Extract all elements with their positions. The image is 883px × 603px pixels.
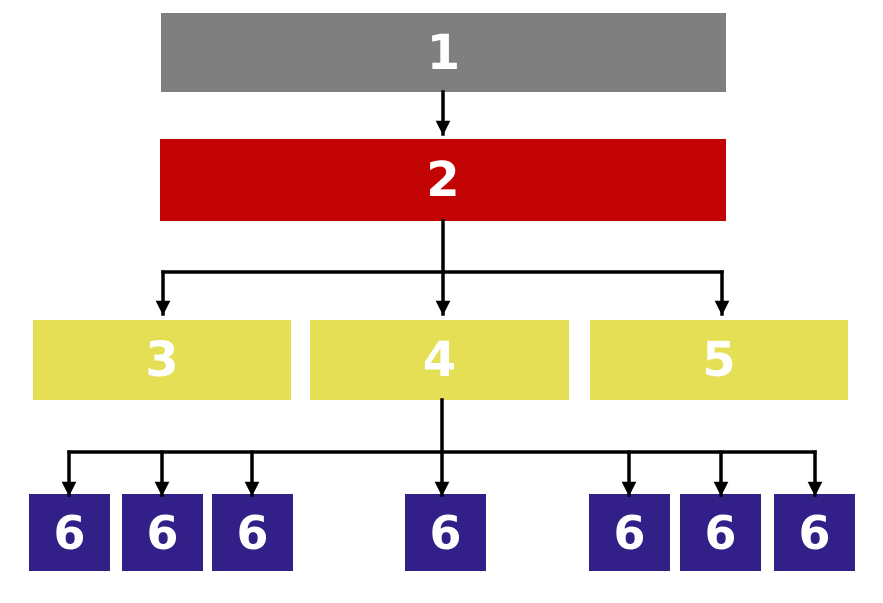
node-6-g: 6 (774, 494, 855, 571)
node-3: 3 (33, 320, 291, 400)
node-2: 2 (160, 139, 726, 221)
node-5: 5 (590, 320, 848, 400)
node-6-g-label: 6 (798, 505, 831, 560)
node-6-d: 6 (405, 494, 486, 571)
node-6-a: 6 (29, 494, 110, 571)
node-6-c-label: 6 (236, 505, 269, 560)
node-6-a-label: 6 (53, 505, 86, 560)
node-6-f: 6 (680, 494, 761, 571)
node-6-e-label: 6 (613, 505, 646, 560)
node-6-c: 6 (212, 494, 293, 571)
node-2-label: 2 (426, 152, 460, 208)
node-6-f-label: 6 (704, 505, 737, 560)
node-3-label: 3 (145, 332, 179, 388)
node-6-b: 6 (122, 494, 203, 571)
node-6-b-label: 6 (146, 505, 179, 560)
node-4-label: 4 (422, 332, 457, 388)
node-1-label: 1 (426, 24, 461, 81)
node-1: 1 (161, 13, 726, 92)
node-5-label: 5 (702, 332, 736, 388)
node-4: 4 (310, 320, 569, 400)
node-6-d-label: 6 (429, 505, 462, 560)
node-6-e: 6 (589, 494, 670, 571)
